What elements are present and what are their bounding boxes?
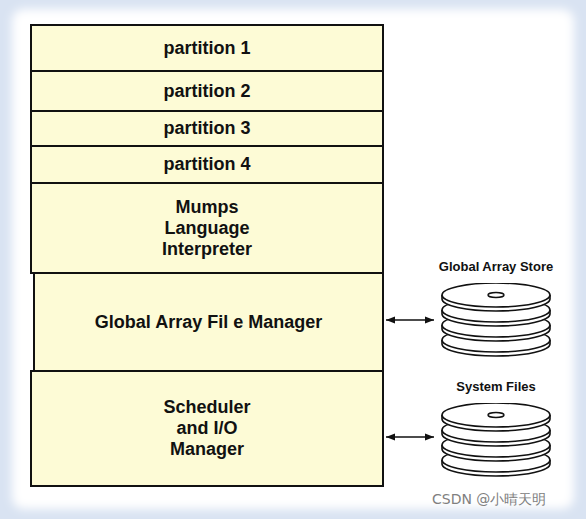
layer-label: partition 2 — [163, 81, 250, 102]
watermark: CSDN @小晴天明 — [432, 491, 546, 509]
layer-label: partition 1 — [163, 38, 250, 59]
spindle-hole — [488, 413, 504, 418]
layer-box: partition 1 — [30, 24, 384, 72]
double-arrow — [386, 319, 434, 321]
platter-top — [442, 283, 550, 307]
disk-platter — [442, 283, 550, 311]
double-arrow — [386, 436, 434, 438]
layer-label: partition 3 — [163, 118, 250, 139]
layer-label: Global Array Fil e Manager — [95, 312, 322, 333]
layer-box: partition 4 — [30, 145, 384, 184]
disk-storage: Global Array Store — [436, 259, 556, 361]
layer-box: partition 3 — [30, 110, 384, 147]
disk-stack — [436, 283, 556, 363]
background-panel — [12, 9, 574, 509]
layer-label: Scheduler and I/O Manager — [163, 397, 250, 460]
layer-label: partition 4 — [163, 154, 250, 175]
platter-top — [442, 403, 550, 427]
layer-box: partition 2 — [30, 70, 384, 112]
spindle-hole — [488, 293, 504, 298]
layer-label: Mumps Language Interpreter — [162, 197, 252, 260]
disk-stack — [436, 403, 556, 483]
disk-platter — [442, 403, 550, 431]
layer-box: Mumps Language Interpreter — [30, 182, 384, 274]
layer-box: Scheduler and I/O Manager — [30, 370, 384, 487]
layer-box: Global Array Fil e Manager — [33, 272, 384, 372]
storage-title: Global Array Store — [436, 259, 556, 275]
disk-storage: System Files — [436, 379, 556, 479]
storage-title: System Files — [436, 379, 556, 395]
